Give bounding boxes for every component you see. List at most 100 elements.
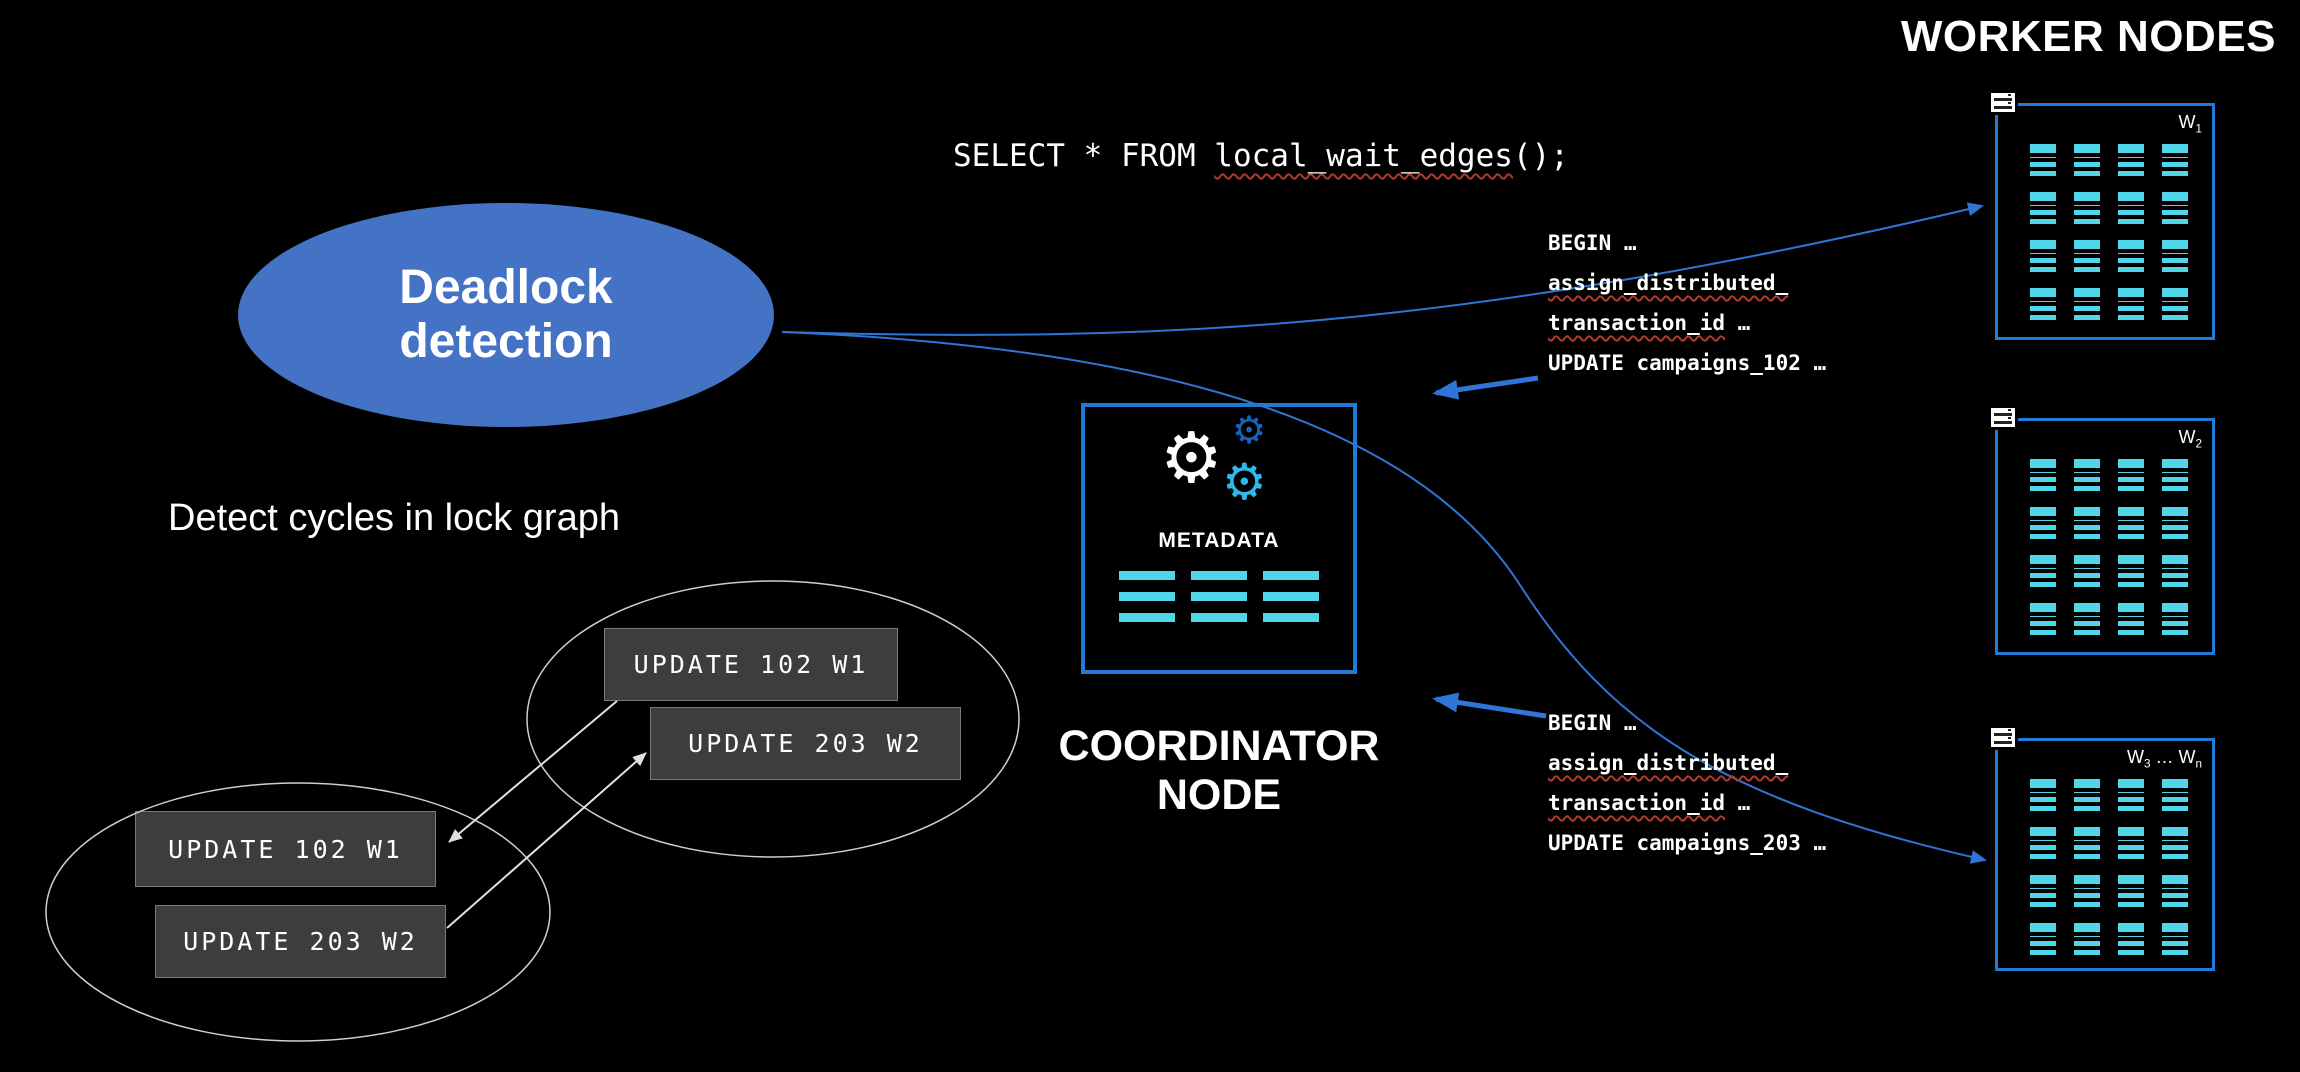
metadata-table-rows xyxy=(1119,571,1319,622)
server-icon xyxy=(1988,405,2018,430)
wait-edge-arrow-up xyxy=(446,752,647,929)
shard-table-grid xyxy=(2030,779,2188,959)
table-icon xyxy=(2118,459,2144,495)
table-icon xyxy=(2074,507,2100,543)
table-icon xyxy=(2162,288,2188,324)
table-icon xyxy=(2030,827,2056,863)
metadata-row-bar xyxy=(1263,571,1319,580)
table-icon xyxy=(2118,507,2144,543)
worker-1-label: W1 xyxy=(2178,112,2202,136)
table-icon xyxy=(2118,240,2144,276)
worker-node-1: W1 xyxy=(1988,90,2215,340)
worker-2-label: W2 xyxy=(2178,427,2202,451)
table-icon xyxy=(2162,603,2188,639)
sql-line: UPDATE campaigns_203 … xyxy=(1548,831,1827,855)
coordinator-node-box: ⚙ ⚙ ⚙ METADATA xyxy=(1081,403,1357,674)
lock-node-bottom-2: UPDATE 203 W2 xyxy=(155,905,446,978)
transaction-block-1: BEGIN … assign_distributed_ transaction_… xyxy=(1548,228,1826,388)
txn2-arrow-to-coordinator xyxy=(1432,692,1547,719)
txn1-arrow-to-coordinator xyxy=(1432,375,1539,400)
table-icon xyxy=(2030,507,2056,543)
worker-node-3: W3 … Wn xyxy=(1988,725,2215,971)
table-icon xyxy=(2074,603,2100,639)
table-icon xyxy=(2030,923,2056,959)
table-icon xyxy=(2118,603,2144,639)
table-icon xyxy=(2162,459,2188,495)
table-icon xyxy=(2030,192,2056,228)
table-icon xyxy=(2118,288,2144,324)
transaction-block-2: BEGIN … assign_distributed_ transaction_… xyxy=(1548,708,1826,868)
table-icon xyxy=(2074,827,2100,863)
server-icon xyxy=(1988,90,2018,115)
metadata-row-bar xyxy=(1263,613,1319,622)
detect-cycles-caption: Detect cycles in lock graph xyxy=(168,497,620,539)
table-icon xyxy=(2074,144,2100,180)
table-icon xyxy=(2162,144,2188,180)
table-icon xyxy=(2162,240,2188,276)
shard-table-grid xyxy=(2030,459,2188,639)
table-icon xyxy=(2118,923,2144,959)
sql-line: BEGIN … xyxy=(1548,711,1637,735)
sql-query-prefix: SELECT * FROM xyxy=(953,138,1215,174)
table-icon xyxy=(2030,144,2056,180)
sql-line: assign_distributed_ xyxy=(1548,271,1789,295)
table-icon xyxy=(2074,779,2100,815)
deadlock-detection-label: Deadlock detection xyxy=(399,261,613,368)
gear-icon-large: ⚙ xyxy=(1160,417,1223,499)
gears-icon: ⚙ ⚙ ⚙ xyxy=(1144,408,1294,523)
sql-line: transaction_id … xyxy=(1548,311,1751,335)
table-icon xyxy=(2074,459,2100,495)
table-icon xyxy=(2162,923,2188,959)
deadlock-detection-ellipse: Deadlock detection xyxy=(238,203,774,427)
metadata-row-bar xyxy=(1119,592,1175,601)
sql-query-function: local_wait_edges xyxy=(1214,138,1513,174)
metadata-row-bar xyxy=(1119,571,1175,580)
table-icon xyxy=(2074,288,2100,324)
table-icon xyxy=(2162,555,2188,591)
table-icon xyxy=(2162,192,2188,228)
table-icon xyxy=(2118,827,2144,863)
metadata-label: METADATA xyxy=(1158,529,1280,552)
table-icon xyxy=(2118,192,2144,228)
wait-edge-arrow-down xyxy=(448,700,618,843)
server-icon xyxy=(1988,725,2018,750)
sql-line: BEGIN … xyxy=(1548,231,1637,255)
table-icon xyxy=(2030,603,2056,639)
sql-line: assign_distributed_ xyxy=(1548,751,1789,775)
sql-query: SELECT * FROM local_wait_edges(); xyxy=(953,138,1569,174)
lock-node-top-1: UPDATE 102 W1 xyxy=(604,628,898,701)
table-icon xyxy=(2030,779,2056,815)
table-icon xyxy=(2074,555,2100,591)
worker-nodes-title: WORKER NODES xyxy=(1900,12,2276,61)
worker-node-2: W2 xyxy=(1988,405,2215,655)
metadata-row-bar xyxy=(1191,592,1247,601)
shard-table-grid xyxy=(2030,144,2188,324)
table-icon xyxy=(2118,779,2144,815)
lock-node-top-2: UPDATE 203 W2 xyxy=(650,707,961,780)
metadata-row-bar xyxy=(1263,592,1319,601)
table-icon xyxy=(2162,507,2188,543)
metadata-row-bar xyxy=(1119,613,1175,622)
metadata-row-bar xyxy=(1191,613,1247,622)
table-icon xyxy=(2074,240,2100,276)
table-icon xyxy=(2162,827,2188,863)
table-icon xyxy=(2162,779,2188,815)
metadata-row-bar xyxy=(1191,571,1247,580)
sql-line: UPDATE campaigns_102 … xyxy=(1548,351,1827,375)
sql-line: transaction_id … xyxy=(1548,791,1751,815)
table-icon xyxy=(2074,192,2100,228)
table-icon xyxy=(2030,288,2056,324)
worker-3-label: W3 … Wn xyxy=(2126,747,2202,771)
table-icon xyxy=(2030,555,2056,591)
table-icon xyxy=(2118,875,2144,911)
table-icon xyxy=(2118,144,2144,180)
table-icon xyxy=(2030,875,2056,911)
table-icon xyxy=(2074,923,2100,959)
coordinator-node-label: COORDINATOR NODE xyxy=(1058,722,1380,820)
lock-node-bottom-1: UPDATE 102 W1 xyxy=(135,811,436,887)
table-icon xyxy=(2030,240,2056,276)
gear-icon-small: ⚙ xyxy=(1232,408,1267,452)
table-icon xyxy=(2030,459,2056,495)
table-icon xyxy=(2118,555,2144,591)
